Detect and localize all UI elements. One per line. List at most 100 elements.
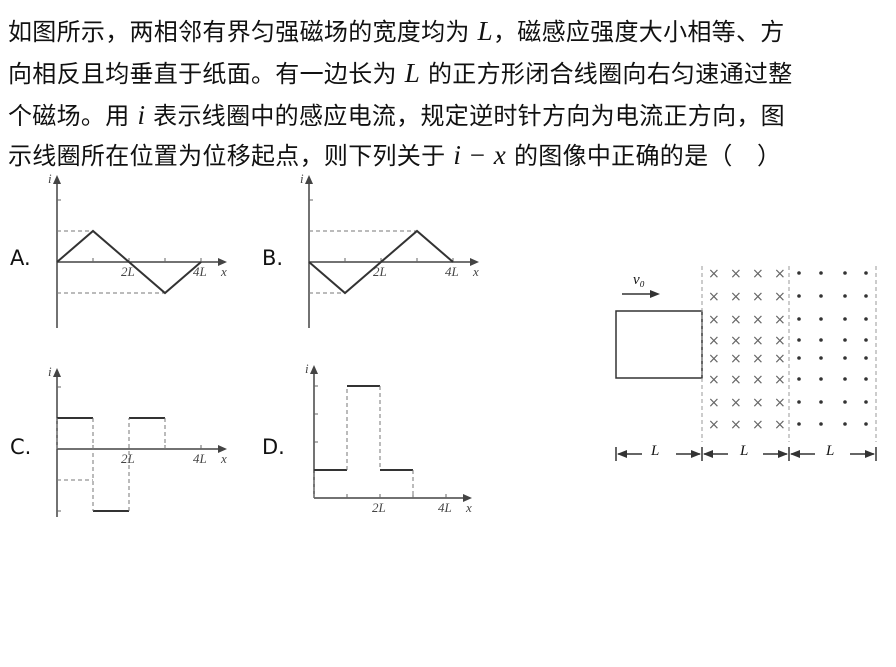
field-out-of-page-icon <box>797 317 801 321</box>
dimension-arrowhead <box>778 450 788 458</box>
field-out-of-page-icon <box>843 294 847 298</box>
x-axis-label: x <box>220 451 227 466</box>
field-into-page-icon: × <box>708 289 720 305</box>
field-out-of-page-icon <box>843 422 847 426</box>
field-into-page-icon: × <box>730 372 742 388</box>
field-into-page-icon: × <box>752 289 764 305</box>
field-out-of-page-icon <box>843 317 847 321</box>
field-into-page-icon: × <box>774 372 786 388</box>
option-c-label[interactable]: C. <box>10 435 32 459</box>
field-out-of-page-icon <box>819 422 823 426</box>
field-out-of-page-icon <box>819 317 823 321</box>
field-into-page-icon: × <box>708 333 720 349</box>
field-out-of-page-icon <box>797 377 801 381</box>
width-label-1: L <box>651 443 660 459</box>
field-into-page-icon: × <box>730 289 742 305</box>
y-axis-arrow <box>53 368 61 377</box>
tick-label-2L: 2L <box>121 451 135 466</box>
field-out-of-page-icon <box>797 356 801 360</box>
field-into-page-icon: × <box>708 312 720 328</box>
option-a-label[interactable]: A. <box>10 246 31 270</box>
field-into-page-icon: × <box>708 417 720 433</box>
tick-label-2L: 2L <box>373 264 387 279</box>
field-into-page-icon: × <box>774 351 786 367</box>
x-axis-arrow <box>218 258 227 266</box>
field-out-of-page-icon <box>797 338 801 342</box>
field-out-of-page-icon <box>864 317 868 321</box>
field-into-page-icon: × <box>752 333 764 349</box>
dimension-arrowhead <box>691 450 701 458</box>
field-out-of-page-icon <box>797 294 801 298</box>
x-axis-label: x <box>220 264 227 279</box>
field-into-page-icon: × <box>752 312 764 328</box>
y-axis-arrow <box>53 175 61 184</box>
field-out-of-page-icon <box>819 400 823 404</box>
dimension-arrowhead <box>790 450 800 458</box>
field-into-page-icon: × <box>752 266 764 282</box>
field-into-page-icon: × <box>708 372 720 388</box>
field-into-page-icon: × <box>730 417 742 433</box>
field-into-page-icon: × <box>774 289 786 305</box>
tick-label-2L: 2L <box>121 264 135 279</box>
field-into-page-icon: × <box>708 266 720 282</box>
y-axis-label: i <box>48 171 52 186</box>
x-axis-arrow <box>218 445 227 453</box>
field-out-of-page-icon <box>843 338 847 342</box>
field-out-of-page-icon <box>864 271 868 275</box>
tick-label-4L: 4L <box>445 264 459 279</box>
field-into-page-icon: × <box>730 312 742 328</box>
field-into-page-icon: × <box>752 417 764 433</box>
x-axis-arrow <box>470 258 479 266</box>
y-axis-label: i <box>48 364 52 379</box>
field-into-page-icon: × <box>730 351 742 367</box>
field-out-of-page-icon <box>797 271 801 275</box>
field-out-of-page-icon <box>797 400 801 404</box>
field-out-of-page-icon <box>819 356 823 360</box>
current-curve <box>56 229 202 295</box>
field-into-page-icon: × <box>774 395 786 411</box>
x-axis-label: x <box>465 500 472 515</box>
field-out-of-page-icon <box>864 356 868 360</box>
y-axis-label: i <box>300 171 304 186</box>
y-axis-arrow <box>310 365 318 374</box>
field-into-page-icon: × <box>774 312 786 328</box>
field-into-page-icon: × <box>752 372 764 388</box>
field-out-of-page-icon <box>864 422 868 426</box>
width-label-2: L <box>740 443 749 459</box>
field-out-of-page-icon <box>797 422 801 426</box>
option-d-label[interactable]: D. <box>262 435 285 459</box>
tick-label-4L: 4L <box>193 264 207 279</box>
velocity-arrowhead <box>650 290 660 298</box>
field-into-page-icon: × <box>708 395 720 411</box>
field-into-page-icon: × <box>752 351 764 367</box>
question-line-1: 如图所示，两相邻有界匀强磁场的宽度均为 L，磁感应强度大小相等、方 <box>8 16 785 46</box>
question-line-3: 个磁场。用 i 表示线圈中的感应电流，规定逆时针方向为电流正方向，图 <box>8 100 785 130</box>
field-into-page-icon: × <box>708 351 720 367</box>
field-out-of-page-icon <box>843 271 847 275</box>
field-out-of-page-icon <box>843 356 847 360</box>
field-into-page-icon: × <box>730 333 742 349</box>
y-axis-arrow <box>305 175 313 184</box>
width-label-3: L <box>826 443 835 459</box>
current-curve <box>308 229 454 295</box>
option-b-label[interactable]: B. <box>262 246 284 270</box>
field-into-page-icon: × <box>730 395 742 411</box>
field-out-of-page-icon <box>864 294 868 298</box>
question-line-2: 向相反且均垂直于纸面。有一边长为 L 的正方形闭合线圈向右匀速通过整 <box>8 58 793 88</box>
velocity-label: v₀ <box>633 272 645 288</box>
field-out-of-page-icon <box>819 338 823 342</box>
tick-label-4L: 4L <box>438 500 452 515</box>
field-out-of-page-icon <box>843 377 847 381</box>
field-out-of-page-icon <box>843 400 847 404</box>
field-out-of-page-icon <box>864 377 868 381</box>
field-out-of-page-icon <box>864 338 868 342</box>
field-into-page-icon: × <box>774 266 786 282</box>
field-into-page-icon: × <box>730 266 742 282</box>
field-into-page-icon: × <box>774 333 786 349</box>
square-coil <box>615 310 703 379</box>
field-out-of-page-icon <box>819 271 823 275</box>
dimension-arrowhead <box>617 450 627 458</box>
